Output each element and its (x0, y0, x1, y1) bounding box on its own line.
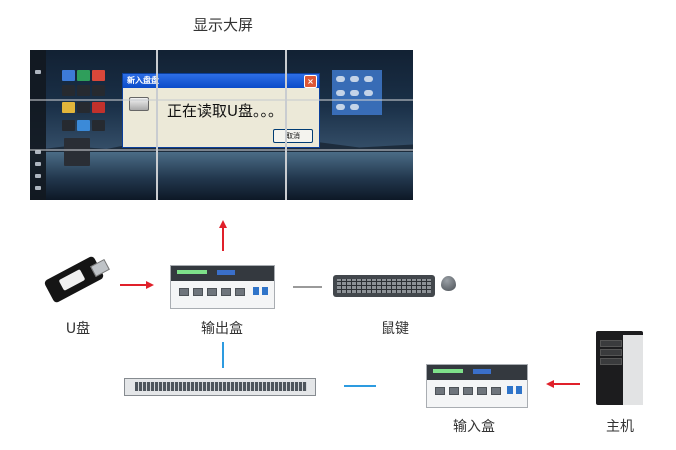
port-icon (507, 386, 513, 394)
dialog-titlebar[interactable]: 新入盘盘 × (123, 74, 319, 88)
close-icon[interactable]: × (304, 75, 317, 88)
start-icon[interactable] (35, 70, 41, 74)
port-icon (449, 387, 459, 395)
app-tile-icon[interactable] (62, 120, 75, 131)
video-wall-label: 显示大屏 (192, 16, 253, 34)
wall-seam (156, 50, 158, 200)
port-icon (221, 288, 231, 296)
wallpaper-water (30, 152, 413, 200)
port-icon (463, 387, 473, 395)
device-front-panel (427, 365, 527, 380)
port-icon (435, 387, 445, 395)
cloud-icon (350, 90, 359, 96)
mouse-icon (441, 276, 456, 291)
video-wall: 新入盘盘 × 正在读取U盘。。。 取消 (30, 50, 413, 200)
cloud-icon (350, 76, 359, 82)
app-tile-icon[interactable] (62, 85, 75, 96)
drive-bay-icon (600, 358, 622, 365)
dialog-message: 正在读取U盘。。。 (167, 102, 283, 120)
status-led (433, 369, 463, 373)
app-tile-icon[interactable] (77, 85, 90, 96)
device-logo (217, 270, 235, 275)
app-tile-icon[interactable] (77, 102, 90, 113)
dialog-title: 新入盘盘 (127, 76, 159, 85)
start-menu-tiles (62, 70, 112, 175)
port-icon (207, 288, 217, 296)
usb-label-text: U盘 (65, 321, 91, 337)
drive-bay-icon (600, 340, 622, 347)
input-box-device (426, 364, 528, 408)
port-icon (262, 287, 268, 295)
app-tile-icon[interactable] (92, 120, 105, 131)
port-icon (235, 288, 245, 296)
wall-seam (285, 50, 287, 200)
switch-ports (135, 382, 307, 391)
app-tile-icon[interactable] (77, 70, 90, 81)
cloud-icon (364, 90, 373, 96)
app-tile-icon[interactable] (77, 120, 90, 131)
app-tile-icon[interactable] (62, 102, 75, 113)
taskbar-icon[interactable] (35, 174, 41, 178)
host-label: 主机 (606, 419, 634, 435)
port-icon (179, 288, 189, 296)
port-icon (491, 387, 501, 395)
wall-seam (30, 149, 413, 151)
app-tile-icon[interactable] (62, 70, 75, 81)
usb-label (58, 269, 86, 291)
port-icon (253, 287, 259, 295)
taskbar-icon[interactable] (35, 162, 41, 166)
cloud-icon (350, 104, 359, 110)
output-box-label: 输出盒 (201, 321, 243, 337)
port-icon (193, 288, 203, 296)
keyboard-keys (337, 279, 431, 293)
cancel-button[interactable]: 取消 (273, 129, 313, 143)
drive-bay-icon (600, 349, 622, 356)
weather-widget (332, 70, 382, 115)
app-tile-icon[interactable] (92, 102, 105, 113)
cloud-icon (336, 90, 345, 96)
cloud-icon (364, 76, 373, 82)
input-box-label: 输入盒 (453, 419, 495, 435)
desktop-taskbar (30, 50, 46, 200)
device-logo (473, 369, 491, 374)
wall-seam (30, 99, 413, 101)
chrome-icon[interactable] (64, 138, 90, 166)
taskbar-icon[interactable] (35, 186, 41, 190)
keyboard-mouse-label: 鼠键 (381, 321, 409, 337)
device-front-panel (171, 266, 274, 281)
cloud-icon (336, 104, 345, 110)
keyboard-icon (333, 275, 435, 297)
host-pc-side-panel (623, 335, 643, 405)
port-icon (516, 386, 522, 394)
app-tile-icon[interactable] (92, 70, 105, 81)
port-icon (477, 387, 487, 395)
app-tile-icon[interactable] (92, 85, 105, 96)
network-switch-device (124, 378, 316, 396)
output-box-device (170, 265, 275, 309)
dialog-window: 新入盘盘 × 正在读取U盘。。。 取消 (122, 73, 320, 148)
status-led (177, 270, 207, 274)
cloud-icon (336, 76, 345, 82)
taskbar-icon[interactable] (35, 150, 41, 154)
